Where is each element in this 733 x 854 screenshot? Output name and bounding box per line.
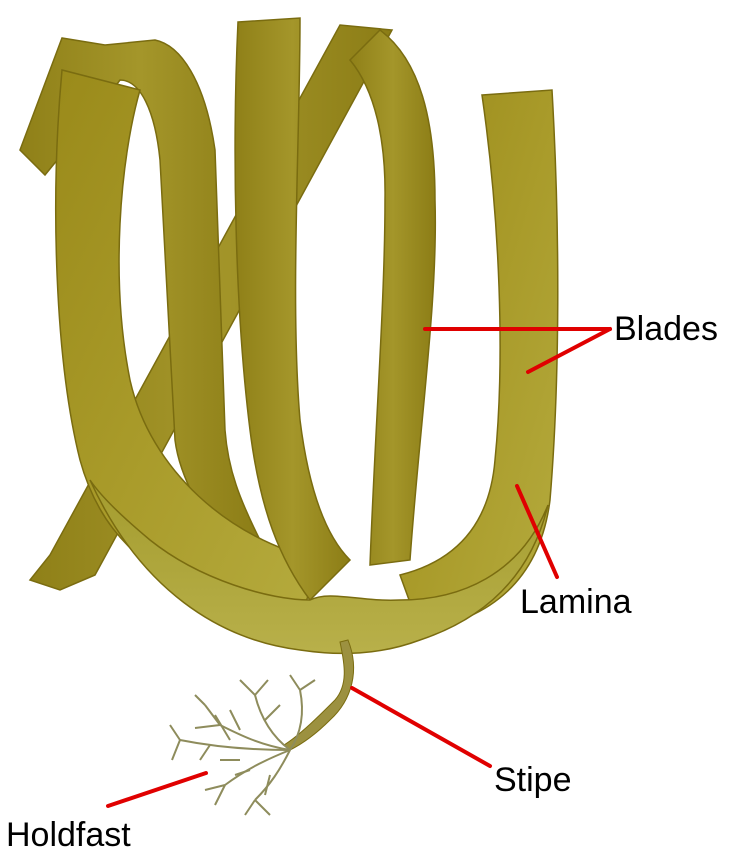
- lamina-label: Lamina: [520, 583, 632, 621]
- blades-label: Blades: [614, 310, 718, 348]
- holdfast-leader: [108, 773, 206, 806]
- stipe-leader: [352, 688, 490, 766]
- stipe-label: Stipe: [494, 761, 572, 799]
- holdfast-roots: [170, 675, 315, 815]
- stipe-stem: [284, 640, 354, 750]
- holdfast-label: Holdfast: [6, 816, 131, 854]
- center-right-blade: [350, 30, 435, 565]
